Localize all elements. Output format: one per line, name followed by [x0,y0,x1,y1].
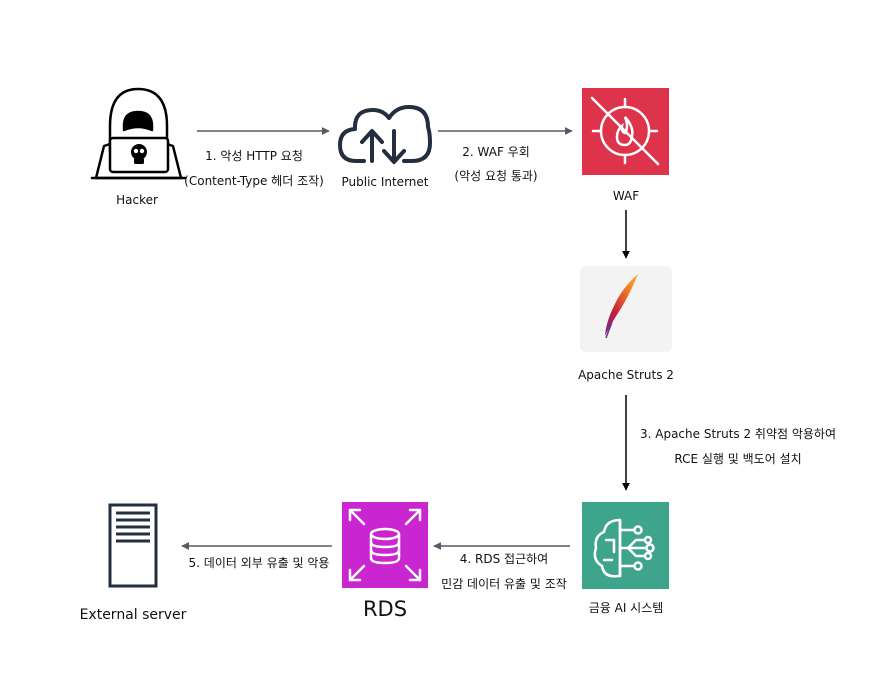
server-label: External server [79,607,187,623]
internet-label: Public Internet [341,175,429,189]
step3-line1: 3. Apache Struts 2 취약점 악용하여 [639,427,837,441]
step1-line1: 1. 악성 HTTP 요청 [205,149,303,163]
cloud-upload-download-icon [338,105,432,164]
skull-icon [131,144,147,164]
brain-circuit-icon [593,518,655,578]
step3-line2: RCE 실행 및 백도어 설치 [674,452,802,466]
struts-label: Apache Struts 2 [578,368,674,382]
step5-line1: 5. 데이터 외부 유출 및 악용 [188,556,330,570]
server-icon [108,503,158,588]
step4-line2: 민감 데이터 유출 및 조작 [441,577,567,591]
step2-line1: 2. WAF 우회 [462,145,530,159]
step2-line2: (악성 요청 통과) [454,169,538,183]
step1-line2: (Content-Type 헤더 조작) [184,174,324,188]
step4-line1: 4. RDS 접근하여 [459,552,549,566]
ai-label: 금융 AI 시스템 [588,601,664,615]
struts-card [580,266,672,352]
database-icon [348,508,422,582]
waf-label: WAF [612,189,640,203]
firewall-target-icon [590,96,660,166]
apache-feather-icon [605,274,638,339]
hacker-label: Hacker [116,193,158,207]
hacker-icon [90,87,187,180]
rds-label: RDS [362,597,408,621]
